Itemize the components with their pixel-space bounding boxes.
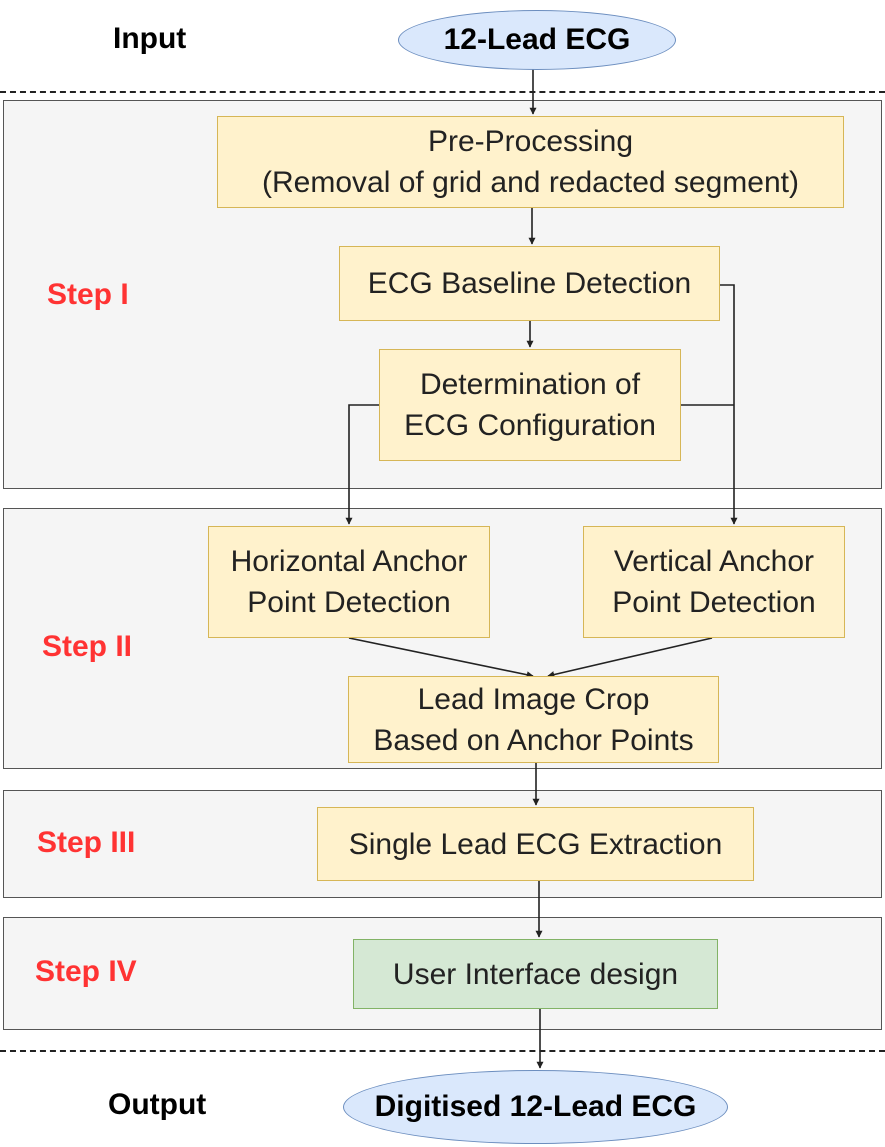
output-separator-line bbox=[0, 1050, 885, 1052]
user-interface-label: User Interface design bbox=[392, 957, 679, 991]
input-node-label: 12-Lead ECG bbox=[443, 23, 631, 56]
output-node-label: Digitised 12-Lead ECG bbox=[374, 1090, 697, 1123]
step-1-label: Step I bbox=[47, 278, 129, 311]
preprocessing-box: Pre-Processing (Removal of grid and reda… bbox=[217, 116, 844, 208]
horizontal-anchor-line-1: Horizontal Anchor bbox=[230, 545, 468, 578]
lead-crop-box: Lead Image Crop Based on Anchor Points bbox=[348, 676, 719, 763]
configuration-box: Determination of ECG Configuration bbox=[379, 349, 681, 461]
horizontal-anchor-line-2: Point Detection bbox=[247, 586, 451, 619]
baseline-detection-box: ECG Baseline Detection bbox=[339, 246, 720, 321]
baseline-detection-label: ECG Baseline Detection bbox=[367, 267, 692, 300]
lead-crop-line-1: Lead Image Crop bbox=[417, 682, 650, 716]
configuration-line-1: Determination of bbox=[419, 368, 641, 401]
input-node: 12-Lead ECG bbox=[398, 10, 676, 70]
input-separator-line bbox=[0, 91, 885, 93]
output-label: Output bbox=[108, 1088, 207, 1121]
input-label: Input bbox=[113, 22, 187, 55]
horizontal-anchor-box: Horizontal Anchor Point Detection bbox=[208, 526, 490, 638]
preprocessing-subtitle: (Removal of grid and redacted segment) bbox=[262, 166, 799, 199]
preprocessing-title: Pre-Processing bbox=[427, 125, 634, 158]
user-interface-box: User Interface design bbox=[353, 939, 718, 1009]
vertical-anchor-box: Vertical Anchor Point Detection bbox=[583, 526, 845, 638]
lead-crop-line-2: Based on Anchor Points bbox=[373, 723, 694, 757]
step-4-label: Step IV bbox=[35, 955, 137, 988]
configuration-line-2: ECG Configuration bbox=[404, 409, 656, 442]
single-lead-extraction-label: Single Lead ECG Extraction bbox=[348, 827, 723, 861]
single-lead-extraction-box: Single Lead ECG Extraction bbox=[317, 807, 754, 881]
output-node: Digitised 12-Lead ECG bbox=[343, 1070, 728, 1144]
step-2-label: Step II bbox=[42, 630, 133, 663]
vertical-anchor-line-2: Point Detection bbox=[612, 586, 816, 619]
step-3-label: Step III bbox=[37, 826, 136, 859]
vertical-anchor-line-1: Vertical Anchor bbox=[613, 545, 815, 578]
